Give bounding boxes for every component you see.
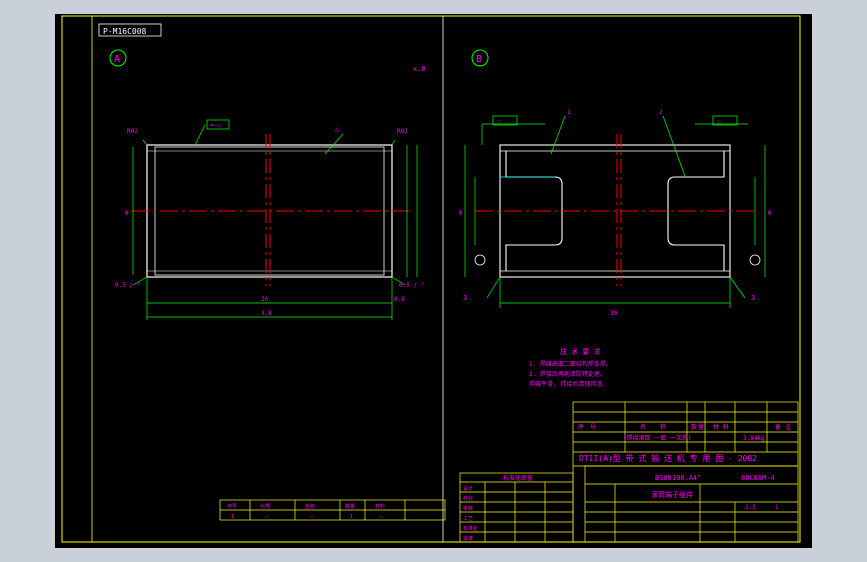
view-b-leader-1 — [550, 115, 566, 155]
view-b-leader-2 — [662, 115, 686, 177]
title-project: DTII(A)型 带 式 输 送 机 专 用 图 - 2002 — [579, 453, 757, 463]
title-header-name: 名 — [640, 423, 646, 431]
view-b-hole-left — [474, 254, 486, 266]
title-block — [572, 401, 799, 543]
view-b-hole-right — [749, 254, 761, 266]
view-a-tol-left: 0.5 / ° — [115, 282, 140, 289]
view-b-leader-1-label: 1 — [567, 109, 571, 116]
title-header-no: 序 — [578, 423, 584, 431]
notes-line-1: 1. 焊缝高度二面结构焊条焊。 — [529, 360, 612, 368]
drawing-canvas[interactable]: P-M16C008 A x.0 — [55, 14, 812, 548]
bom-cell-5: ☐ — [380, 514, 383, 520]
bom-header-1: 件号 — [227, 503, 237, 510]
view-b-side-left: φ — [459, 209, 463, 216]
view-a-datum-tag: =-☐ — [210, 122, 221, 129]
title-drawing-code: BS00108.A4° — [655, 474, 701, 482]
view-a-dim-overall: 3.8 — [261, 310, 272, 317]
title-header-no-2: 号 — [590, 424, 596, 431]
revision-table — [459, 472, 574, 543]
title-header-note: 备 — [775, 423, 781, 431]
bom-header-4: 数量 — [345, 503, 355, 510]
view-a-leader-surface — [324, 133, 344, 155]
title-header-qty-2: 量 — [698, 424, 704, 431]
revision-row-6: 批准 — [463, 535, 473, 542]
view-b-leader-3-right — [729, 276, 746, 299]
view-b-leader-2-label: 2 — [659, 109, 663, 116]
view-a-leader-tol-left — [132, 276, 148, 286]
view-b-dimensions — [464, 115, 766, 308]
view-a-end-dim: 0.8 — [394, 296, 405, 303]
revision-row-2: 校对 — [463, 495, 473, 502]
view-a-callout-left: R02 — [127, 128, 138, 135]
bom-header-5: 材料 — [375, 503, 385, 510]
roughness-note: x.0 — [413, 65, 426, 73]
view-b-right-flange — [667, 151, 725, 271]
view-b-side-right: φ — [768, 209, 772, 216]
title-weight: 3.84kg — [743, 435, 765, 442]
view-a-leader-right — [391, 139, 396, 146]
notes-title: 技 术 要 求 — [560, 347, 601, 356]
view-b-dim-bottom: 39 — [610, 310, 618, 317]
revision-row-4: 工艺 — [463, 516, 473, 522]
notes-line-2: 2. 焊接后再刷漆防锈处理。 — [529, 370, 606, 378]
view-a-dimensions — [132, 124, 418, 320]
title-sheet: 1 — [775, 504, 779, 511]
view-a-dim-inner: 26 — [261, 296, 269, 303]
view-b-label-right: 3 — [751, 294, 755, 302]
title-header-mat-2: 料 — [723, 423, 729, 431]
bom-cell-3: ☐ — [310, 514, 313, 520]
title-header-qty: 数 — [691, 423, 697, 431]
view-a-label: A — [114, 54, 120, 65]
drawing-no: P-M16C008 — [103, 27, 147, 36]
title-header-mat: 材 — [713, 423, 719, 431]
title-block-frame — [572, 401, 799, 543]
view-a-part — [131, 134, 409, 286]
title-header-name-2: 称 — [660, 423, 666, 431]
bom-table — [219, 499, 446, 521]
view-a-leader-left — [142, 139, 148, 146]
notes-line-3: 焊缝平滑, 焊接后清理焊渣。 — [529, 380, 608, 388]
view-b-dim-top: ☐ — [497, 118, 501, 125]
bom-cell-4: 1 — [350, 514, 353, 520]
drawing-no-box — [98, 23, 162, 37]
bom-header-3: 名称 — [305, 503, 315, 510]
title-header-note-2: 注 — [785, 423, 791, 431]
bom-cell-1: 1 — [231, 514, 234, 520]
bom-cell-2: ☐ — [265, 514, 268, 520]
view-b-leader-3-left — [486, 276, 501, 299]
revision-title: 标准化审查 — [503, 474, 533, 482]
title-note-row: (焊接滚筒 一面 一次焊) — [623, 434, 691, 442]
view-a-leader-tol-right — [391, 276, 406, 286]
view-a-callout-right: R02 — [397, 128, 408, 135]
view-a-bore-symbol: φ — [125, 209, 129, 216]
view-b-dim-top-right: ☐ — [717, 118, 721, 125]
title-part-code: 80C08M-4 — [741, 474, 775, 482]
view-a-tol-right: 0.5 / ° — [399, 282, 424, 289]
title-scale: 1:5 — [745, 504, 756, 511]
cad-drawing-svg: P-M16C008 A x.0 — [61, 15, 801, 543]
view-b-label: B — [476, 54, 482, 65]
revision-row-1: 设计 — [463, 485, 473, 492]
revision-row-5: 标准化 — [463, 525, 478, 532]
revision-row-3: 审核 — [463, 505, 473, 512]
view-b-label-left: 3 — [463, 294, 467, 302]
view-a-datum-box — [206, 119, 230, 130]
title-part-name: 滚筒端子组件 — [651, 490, 693, 499]
view-b-top-right-tag-box — [712, 115, 738, 126]
sheet-border — [61, 15, 801, 543]
view-a-bubble — [109, 49, 127, 67]
revision-frame — [459, 472, 574, 543]
view-b-top-tag-box — [492, 115, 518, 126]
view-a-surface-mark: △ — [335, 125, 340, 133]
view-a-leader-datum — [194, 124, 206, 146]
bom-header-2: 代号 — [260, 503, 270, 510]
view-b-bubble — [471, 49, 489, 67]
